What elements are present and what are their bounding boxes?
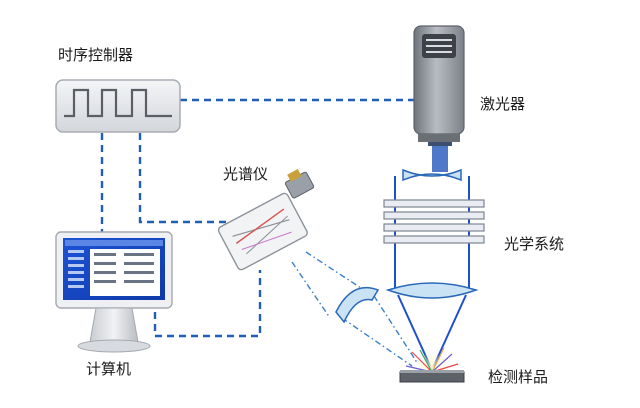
pulse-wave-icon	[64, 88, 172, 118]
spectrometer	[217, 169, 315, 271]
label-spectrometer: 光谱仪	[223, 165, 269, 183]
label-laser: 激光器	[480, 95, 526, 113]
signal-lines	[100, 98, 415, 338]
timing-controller	[55, 79, 181, 133]
collection-lens-icon	[335, 286, 380, 324]
optical-system-plates	[383, 199, 485, 244]
monitor-icon	[55, 231, 173, 353]
focusing-lens	[385, 282, 479, 299]
sample-plate-icon	[399, 347, 465, 384]
label-sample: 检测样品	[488, 368, 549, 386]
laser	[413, 25, 465, 172]
label-computer: 计算机	[86, 360, 132, 378]
collection-optics-path	[291, 251, 419, 367]
label-optical-system: 光学系统	[504, 235, 565, 253]
label-timing-controller: 时序控制器	[58, 46, 134, 64]
beam-expander	[402, 168, 462, 182]
